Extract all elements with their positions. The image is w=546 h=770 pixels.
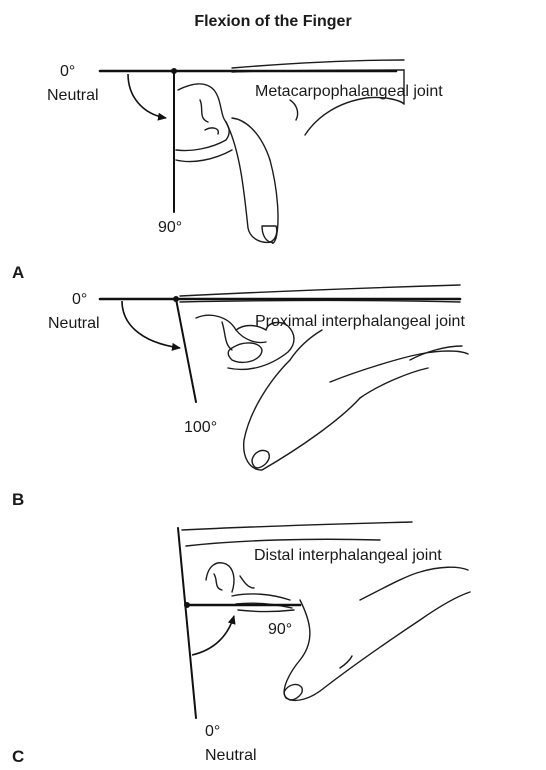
panel-label-c: C [12,747,24,766]
start-position-a: Neutral [47,87,99,104]
joint-pivot-c [184,602,190,608]
start-position-c: Neutral [205,747,257,764]
panel-label-b: B [12,490,24,509]
joint-label-b: Proximal interphalangeal joint [255,313,465,330]
panel-a: 0° Neutral 90° Metacarpophalangeal joint… [12,60,443,282]
flexion-arc-arrow-c [192,616,234,655]
joint-pivot-b [173,296,179,302]
panel-c: 0° Neutral 90° Distal interphalangeal jo… [12,522,470,766]
joint-label-c: Distal interphalangeal joint [254,547,442,564]
start-angle-c: 0° [205,723,220,740]
start-angle-b: 0° [72,291,87,308]
panel-label-a: A [12,263,24,282]
end-angle-c: 90° [268,621,292,638]
flexion-line-b [176,299,196,402]
flexion-arc-arrow-b [122,301,180,348]
start-angle-a: 0° [60,63,75,80]
panel-b: 0° Neutral 100° Proximal interphalangeal… [12,285,468,509]
joint-pivot-a [171,68,177,74]
start-position-b: Neutral [48,315,100,332]
neutral-line-c [178,528,196,718]
figure-title: Flexion of the Finger [194,13,351,30]
end-angle-a: 90° [158,219,182,236]
flexion-arc-arrow-a [128,74,166,118]
end-angle-b: 100° [184,419,217,436]
joint-label-a: Metacarpophalangeal joint [255,83,443,100]
